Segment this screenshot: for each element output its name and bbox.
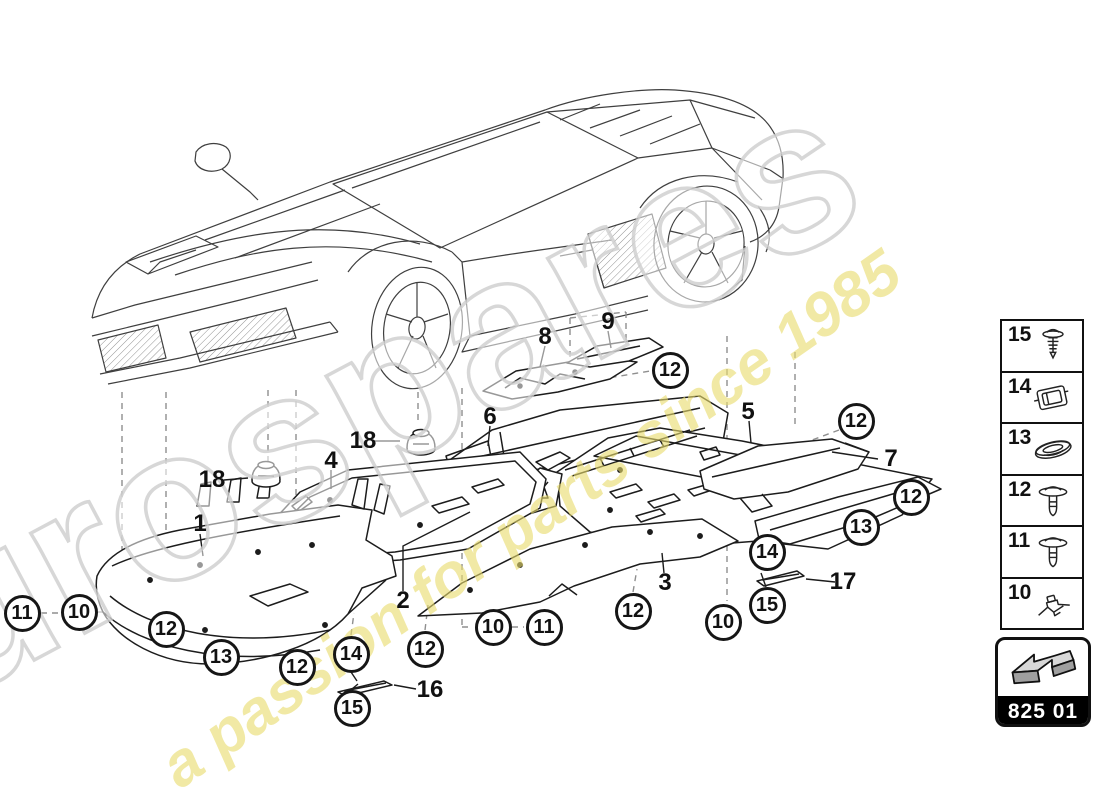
fastener-legend: 15 14 13 12 11 10 [1000, 319, 1084, 630]
leader-lines [199, 330, 879, 690]
diagram-code-label: 825 01 [998, 696, 1088, 724]
grommet-part-18-left [251, 460, 281, 488]
legend-row-12: 12 [1002, 476, 1082, 527]
car-line-art [91, 89, 784, 390]
strip-part-17 [756, 570, 805, 587]
legend-row-13: 13 [1002, 424, 1082, 476]
legend-number: 12 [1008, 477, 1032, 501]
panel-part-7 [699, 438, 870, 513]
panel-part-3 [417, 518, 739, 617]
expanding-rivet-icon [1042, 328, 1064, 360]
grommet-part-18-right [406, 428, 436, 456]
washer-screw-icon [1038, 485, 1068, 516]
legend-row-11: 11 [1002, 527, 1082, 579]
legend-number: 10 [1008, 580, 1032, 604]
legend-number: 13 [1008, 426, 1032, 449]
legend-number: 15 [1008, 323, 1032, 346]
retaining-clip-icon [1038, 594, 1070, 616]
legend-row-14: 14 [1002, 373, 1082, 424]
panel-part-8 [482, 356, 638, 400]
panel-parts [95, 337, 942, 697]
legend-number: 14 [1008, 374, 1032, 398]
clip-nut-icon [1033, 384, 1069, 410]
strip-part-16 [337, 680, 393, 697]
legend-row-15: 15 [1002, 321, 1082, 373]
panel-part-9 [566, 337, 664, 368]
legend-row-10: 10 [1002, 579, 1082, 629]
washer-screw-icon [1038, 537, 1068, 568]
legend-number: 11 [1008, 529, 1031, 552]
oval-grommet-icon [1034, 440, 1072, 459]
diagram-code-box: 825 01 [995, 637, 1091, 727]
direction-arrow-icon [998, 640, 1088, 696]
